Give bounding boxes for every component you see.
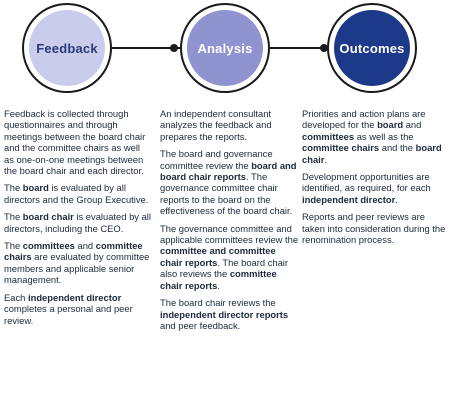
body-text: and — [403, 119, 422, 131]
paragraph: The board and governance committee revie… — [160, 148, 300, 216]
emphasis-text: independent director — [302, 193, 396, 205]
connector-dot-1 — [170, 44, 178, 52]
emphasis-text: committee chairs — [302, 142, 380, 154]
stage-disc: Outcomes — [334, 10, 410, 86]
body-text: Development opportunities are identified… — [302, 171, 431, 194]
body-text: . The board chair also reviews the — [160, 256, 289, 280]
stage-ring — [180, 3, 270, 93]
connector-line-2 — [270, 47, 327, 49]
body-text: completes a personal and peer review. — [4, 303, 133, 326]
stage-outcomes: Outcomes — [327, 3, 417, 93]
body-text: are evaluated by committee members and a… — [4, 251, 150, 286]
body-text: . — [395, 193, 398, 205]
emphasis-text: independent director — [27, 291, 122, 303]
paragraph: Feedback is collected through questionna… — [4, 108, 152, 176]
stage-ring — [22, 3, 112, 93]
body-text: . The governance committee chair reports… — [160, 171, 293, 217]
paragraph: Development opportunities are identified… — [302, 171, 448, 205]
body-text: and the — [379, 142, 416, 154]
stage-feedback: Feedback — [22, 3, 112, 93]
body-text: The board and governance committee revie… — [160, 148, 273, 171]
analysis-column: An independent consultant analyzes the f… — [160, 108, 300, 337]
emphasis-text: board — [377, 119, 404, 131]
stage-label-analysis: Analysis — [197, 40, 253, 56]
paragraph: The board is evaluated by all directors … — [4, 182, 152, 205]
paragraph: The governance committee and applicable … — [160, 223, 300, 291]
stage-label-outcomes: Outcomes — [339, 40, 405, 56]
stage-label-feedback: Feedback — [36, 40, 98, 56]
emphasis-text: board and board chair reports — [160, 159, 297, 183]
stage-disc: Analysis — [187, 10, 263, 86]
emphasis-text: committees — [22, 240, 75, 252]
connector-line-1 — [112, 47, 180, 49]
body-text: is evaluated by all directors, including… — [4, 211, 151, 234]
stage-analysis: Analysis — [180, 3, 270, 93]
stage-disc: Feedback — [29, 10, 105, 86]
body-text: The — [4, 211, 23, 223]
body-text: Reports and peer reviews are taken into … — [302, 211, 446, 246]
body-text: The governance committee and applicable … — [160, 222, 299, 246]
paragraph: The board chair is evaluated by all dire… — [4, 211, 152, 234]
paragraph: An independent consultant analyzes the f… — [160, 108, 300, 142]
feedback-column: Feedback is collected through questionna… — [4, 108, 152, 332]
emphasis-text: board — [22, 182, 49, 194]
emphasis-text: committees — [302, 130, 355, 142]
paragraph: The board chair reviews the independent … — [160, 297, 300, 331]
body-text: The board chair reviews the — [160, 297, 276, 309]
body-text: The — [4, 182, 23, 194]
paragraph: The committees and committee chairs are … — [4, 240, 152, 286]
body-text: is evaluated by all directors and the Gr… — [4, 182, 149, 205]
outcomes-column: Priorities and action plans are develope… — [302, 108, 448, 251]
paragraph: Each independent director completes a pe… — [4, 292, 152, 326]
emphasis-text: board chair — [302, 142, 442, 165]
emphasis-text: committee and committee chair reports — [160, 245, 276, 268]
emphasis-text: board chair — [22, 211, 74, 223]
stage-ring — [327, 3, 417, 93]
connector-dot-2 — [320, 44, 328, 52]
body-text: as well as the — [354, 130, 414, 142]
body-text: and — [74, 240, 96, 252]
emphasis-text: committee chairs — [4, 240, 143, 263]
body-text: Priorities and action plans are develope… — [302, 108, 426, 131]
paragraph: Reports and peer reviews are taken into … — [302, 211, 448, 245]
paragraph: Priorities and action plans are develope… — [302, 108, 448, 165]
body-text: An independent consultant analyzes the f… — [160, 108, 272, 142]
body-text: The — [4, 240, 23, 252]
body-text: Each — [4, 291, 28, 303]
body-text: and peer feedback. — [160, 319, 241, 331]
emphasis-text: independent director reports — [160, 308, 289, 320]
body-text: . — [324, 153, 328, 165]
body-text: . — [217, 279, 220, 291]
process-diagram: Feedback Analysis Outcomes — [0, 0, 451, 100]
body-text: Feedback is collected through questionna… — [4, 108, 146, 177]
emphasis-text: committee chair reports — [160, 268, 277, 291]
